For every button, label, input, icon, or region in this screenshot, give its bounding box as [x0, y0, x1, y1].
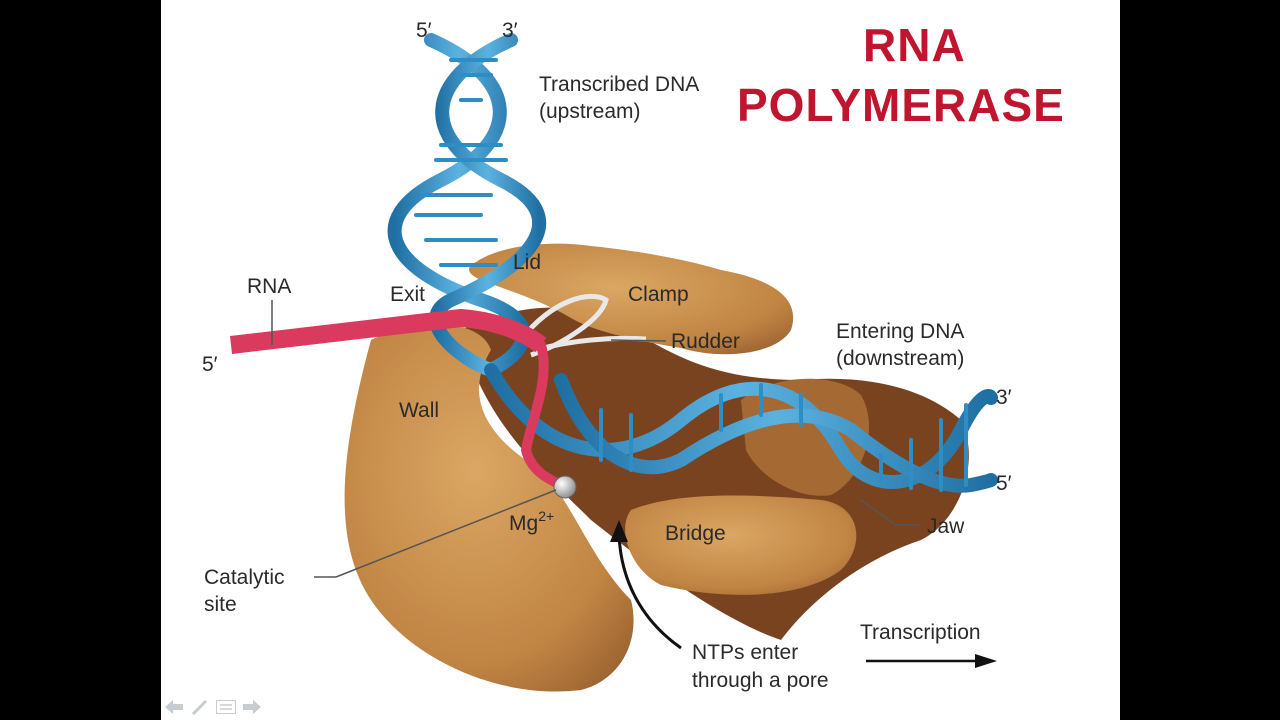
label-upstream: (upstream): [539, 100, 641, 123]
label-mg-symbol: Mg: [509, 512, 539, 535]
ntps-arrowhead: [610, 520, 628, 542]
next-slide-button[interactable]: [241, 697, 263, 717]
label-entering-dna: Entering DNA: [836, 320, 965, 343]
transcription-arrowhead: [975, 654, 997, 668]
label-bridge: Bridge: [665, 522, 726, 545]
enzyme-body: [344, 323, 634, 692]
label-transcribed-dna: Transcribed DNA: [539, 73, 700, 96]
label-mg-charge: 2+: [538, 508, 555, 524]
label-through-pore: through a pore: [692, 669, 829, 692]
pen-icon: [191, 699, 208, 715]
rna-polymerase-diagram: [229, 33, 998, 692]
arrow-right-icon: [243, 700, 261, 714]
label-mg: Mg2+: [509, 508, 554, 537]
label-strand-top-5: 5′: [416, 19, 432, 42]
prev-slide-button[interactable]: [163, 697, 185, 717]
label-catalytic-site: site: [204, 593, 237, 616]
label-strand-top-3: 3′: [502, 19, 518, 42]
arrow-left-icon: [165, 700, 183, 714]
label-catalytic: Catalytic: [204, 566, 285, 589]
label-ntps-enter: NTPs enter: [692, 641, 799, 664]
downstream-dna-helix: [484, 363, 998, 493]
slide-menu-button[interactable]: [215, 697, 237, 717]
label-rna-5: 5′: [202, 353, 218, 376]
label-exit: Exit: [390, 283, 426, 306]
slide: RNA POLYMERASE 5′ 3′ Transcribed DNA (up…: [161, 0, 1120, 720]
label-wall: Wall: [399, 399, 440, 422]
enzyme-clamp: [469, 243, 794, 355]
title-line-1: RNA: [863, 19, 966, 71]
title-line-2: POLYMERASE: [737, 79, 1065, 131]
leader-lines: [271, 300, 921, 578]
label-rudder: Rudder: [671, 330, 740, 353]
enzyme-jaw: [741, 378, 870, 496]
menu-icon: [216, 700, 236, 714]
mg-ion: [553, 475, 577, 499]
slide-nav-controls: [163, 696, 263, 718]
rna-strand: [229, 309, 547, 354]
label-strand-right-5: 5′: [996, 472, 1012, 495]
pen-tool-button[interactable]: [189, 697, 211, 717]
label-clamp: Clamp: [628, 283, 689, 306]
enzyme-bridge: [625, 495, 857, 595]
label-rna: RNA: [247, 275, 292, 298]
ntps-arrow: [617, 534, 682, 650]
label-downstream: (downstream): [836, 347, 965, 370]
rna-hybrid: [520, 340, 566, 490]
label-lid: Lid: [513, 251, 542, 274]
label-jaw: Jaw: [927, 515, 965, 538]
label-strand-right-3: 3′: [996, 386, 1012, 409]
label-transcription: Transcription: [860, 621, 981, 644]
